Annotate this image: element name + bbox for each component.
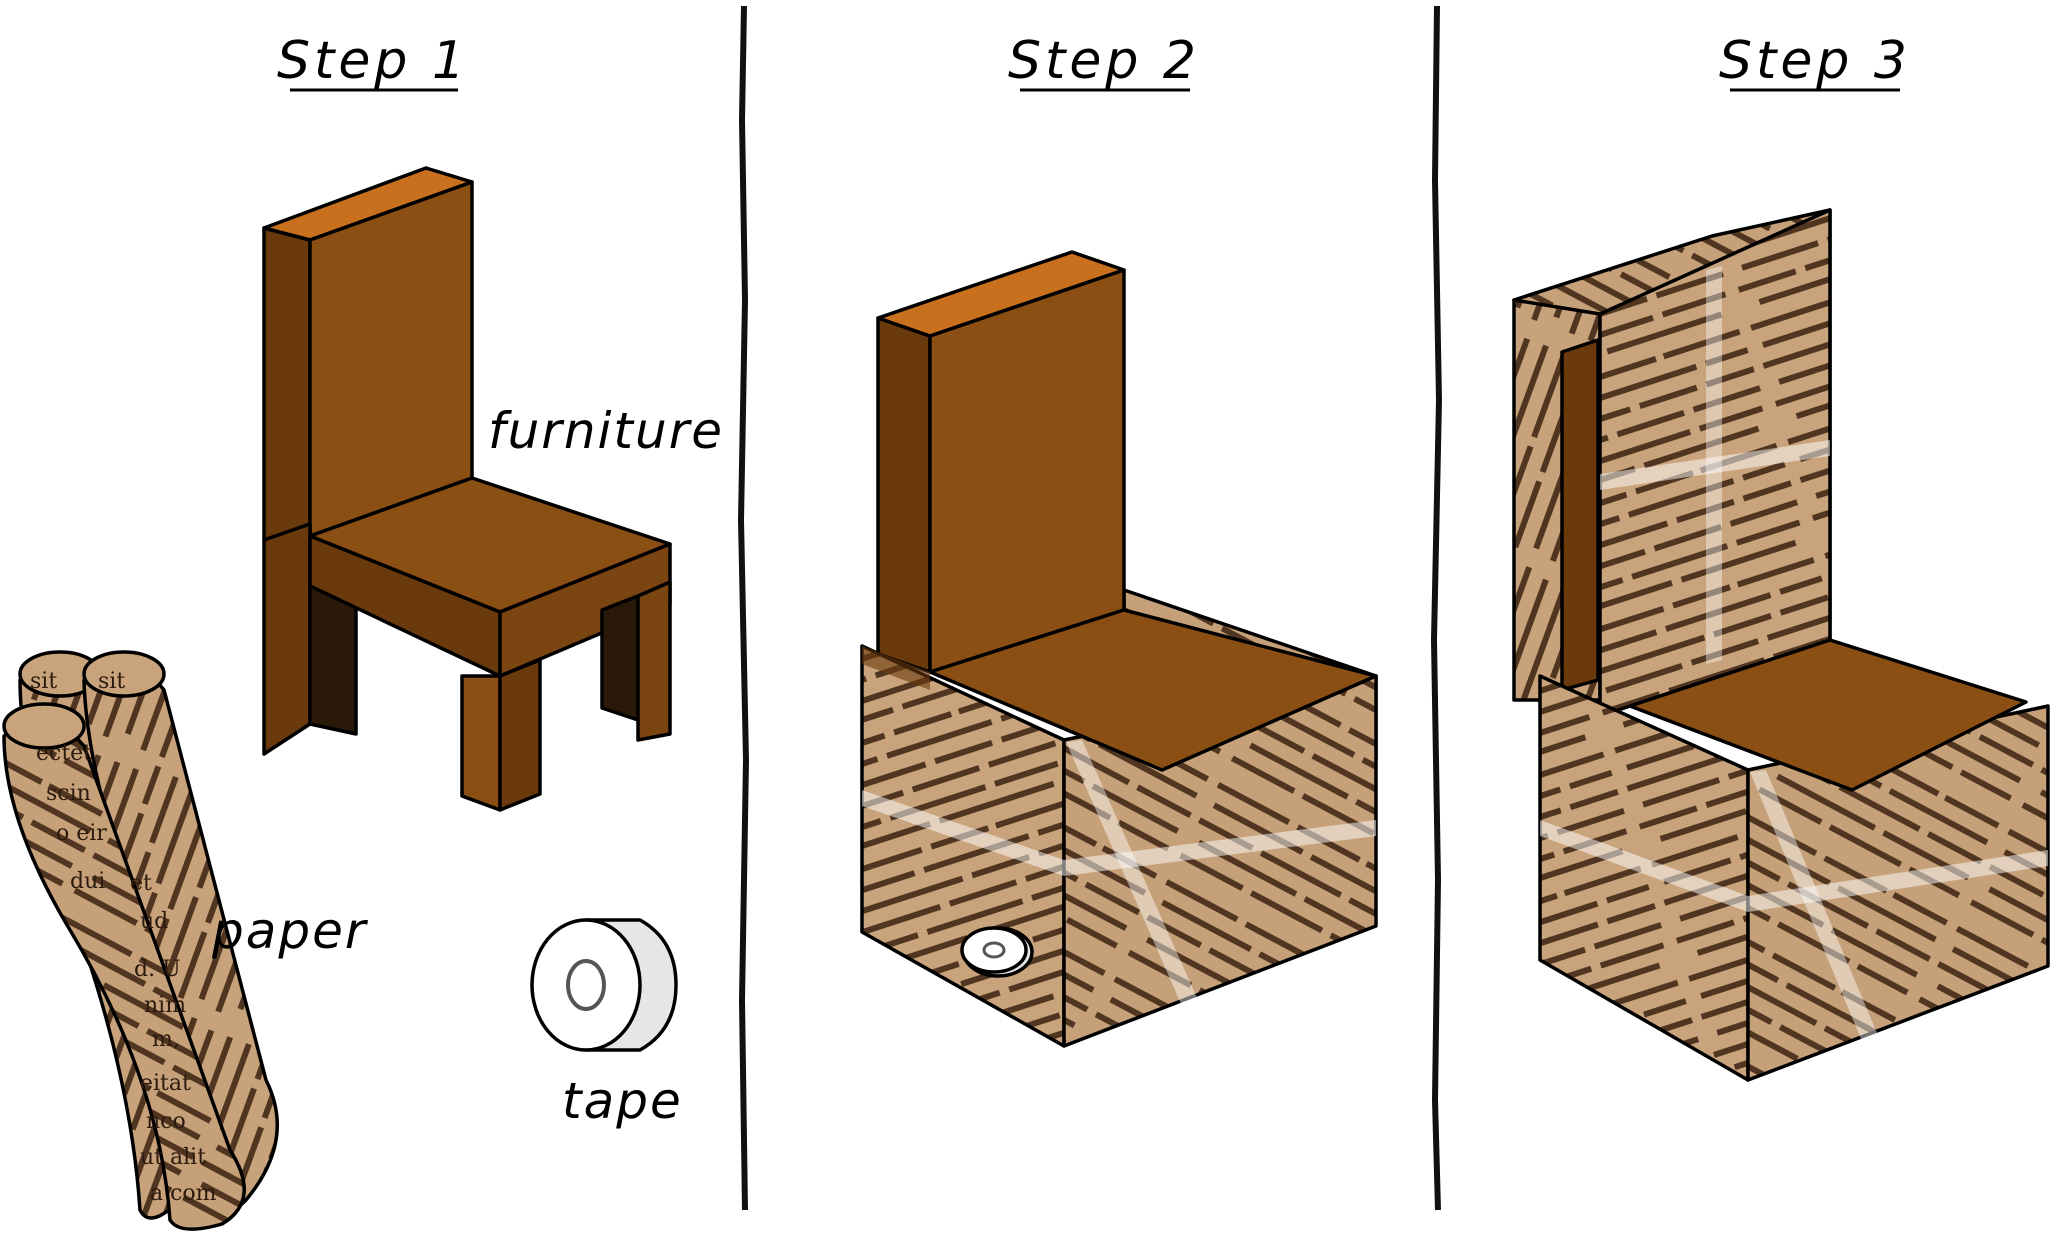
step-2-chair [860, 250, 1378, 1048]
tape-roll-icon [530, 918, 678, 1052]
roll-a-text-1: sit [30, 669, 57, 694]
roll-b-text-3: nim [144, 993, 186, 1018]
roll-a-text-5: dui [70, 869, 105, 894]
furniture-label: furniture [488, 402, 724, 460]
step-1-title: Step 1 [277, 31, 469, 91]
step-3-chair [1512, 208, 2050, 1082]
step-1-title-group: Step 1 [277, 31, 469, 92]
paper-rolls-icon: sit sit ectet scin o eir dui et ud d. U … [2, 650, 279, 1231]
roll-b-text-8: a com [150, 1181, 217, 1206]
roll-b-text-5: eitat [140, 1071, 191, 1096]
step-3-title-group: Step 3 [1719, 31, 1911, 92]
roll-a-text-2: ectet [36, 741, 92, 766]
roll-a-text-4: o eir [56, 821, 107, 846]
roll-b-text-7: ut alit [140, 1145, 206, 1170]
paper-label: paper [211, 902, 369, 960]
tape-label: tape [562, 1072, 683, 1130]
roll-b-text-2: d. U [134, 957, 181, 982]
divider-1 [737, 5, 750, 1211]
panel-dividers [737, 5, 1443, 1211]
roll-b-text-4: m, [152, 1027, 180, 1052]
roll-a-text-7: ud [140, 909, 168, 934]
step-2-title: Step 2 [1008, 31, 1200, 91]
roll-b-text-1: sit [98, 669, 125, 694]
step-3-title: Step 3 [1719, 31, 1911, 91]
roll-a-text-3: scin [46, 781, 91, 806]
step-2-title-group: Step 2 [1008, 31, 1200, 92]
chair-icon [262, 166, 672, 812]
divider-2 [1430, 5, 1443, 1211]
roll-a-text-6: et [130, 871, 152, 896]
roll-b-text-6: nco [146, 1109, 186, 1134]
